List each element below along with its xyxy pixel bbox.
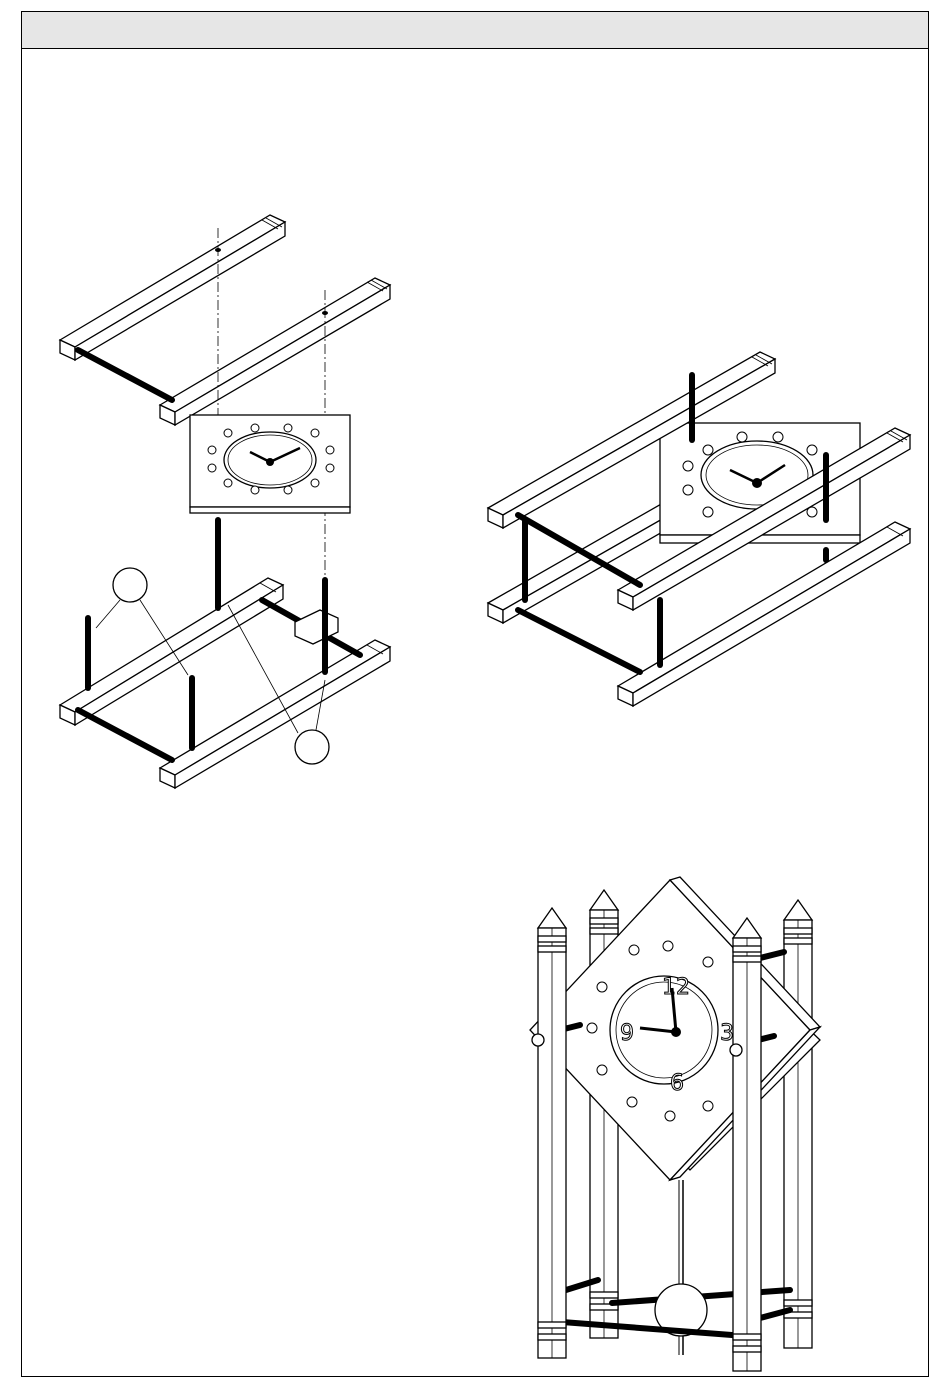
column-back-right: [784, 900, 812, 1348]
callout-bubble-top: [113, 568, 147, 602]
bottom-side-rod-left: [78, 710, 172, 760]
top-back-beam: [60, 215, 285, 360]
bottom-back-beam: [60, 578, 283, 725]
dial-numeral-3: 3: [720, 1021, 734, 1046]
dial-numeral-6: 6: [670, 1071, 684, 1096]
dial-numeral-12: 12: [662, 975, 690, 1000]
top-side-rod: [78, 350, 172, 400]
step2-assembled-frame: [488, 352, 910, 706]
clock-panel: [190, 415, 350, 513]
callout-leader: [96, 600, 120, 628]
top-front-beam: [160, 278, 390, 425]
step3-finished-clock: 12 3 6 9: [530, 877, 820, 1371]
column-front-right: [730, 918, 761, 1371]
callout-bubble-bottom: [295, 730, 329, 764]
column-front-left: [532, 908, 566, 1358]
step1-exploded-view: [60, 215, 390, 788]
dial-numeral-9: 9: [620, 1021, 634, 1046]
